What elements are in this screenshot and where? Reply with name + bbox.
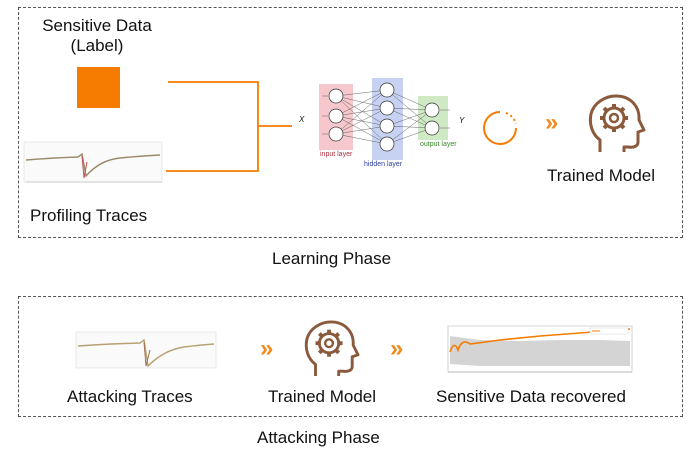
trained-model-label-attacking: Trained Model: [268, 387, 377, 406]
sensitive-data-sublabel: (Label): [70, 36, 124, 56]
learning-phase-caption: Learning Phase: [272, 249, 392, 268]
attacking-phase-caption: Attacking Phase: [257, 428, 380, 447]
head-gear-icon: [304, 320, 360, 377]
attacking-phase-frame: [18, 296, 683, 417]
data-square-icon: [77, 67, 120, 108]
profiling-traces-label: Profiling Traces: [30, 206, 148, 225]
chevron-icon: »: [260, 335, 273, 362]
sensitive-data-recovered-label: Sensitive Data recovered: [436, 387, 626, 406]
trained-model-label-learning: Trained Model: [547, 166, 656, 185]
nn-output-label: output layer: [420, 141, 457, 148]
learning-phase-frame: [18, 7, 683, 238]
nn-input-label: input layer: [320, 151, 353, 158]
head-gear-icon: [588, 94, 646, 152]
loop-arrow-icon: [483, 111, 517, 145]
trace-plot-icon: [23, 141, 163, 183]
trace-plot-icon: [75, 331, 217, 369]
sensitive-data-label: Sensitive Data (Label): [22, 16, 172, 57]
rank-plot-icon: [447, 325, 633, 373]
chevron-icon: »: [390, 335, 403, 362]
neural-network-icon: [319, 78, 450, 160]
chevron-icon: »: [545, 109, 558, 136]
nn-x-label: X: [299, 115, 305, 124]
nn-hidden-label: hidden layer: [364, 161, 403, 168]
nn-y-label: Y: [459, 116, 465, 125]
attacking-traces-label: Attacking Traces: [67, 387, 193, 406]
